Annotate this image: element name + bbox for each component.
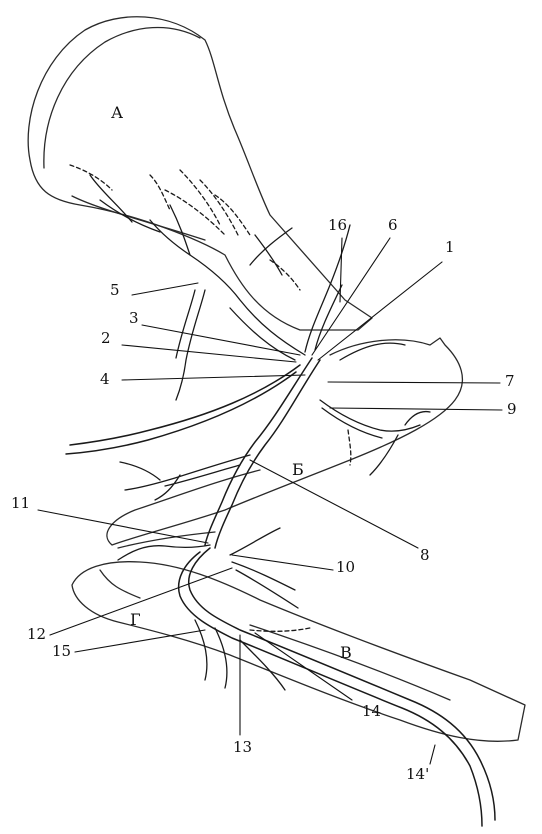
label-3: 3: [129, 311, 139, 326]
label-5: 5: [110, 283, 120, 298]
region-label-g: Г: [130, 612, 141, 628]
region-label-b: Б: [292, 462, 304, 478]
leader-lines: [38, 238, 502, 764]
label-7: 7: [505, 374, 515, 389]
label-14: 14: [362, 704, 381, 719]
bone-outline-upper: [28, 17, 372, 330]
label-15: 15: [52, 644, 71, 659]
label-16: 16: [328, 218, 347, 233]
label-9: 9: [507, 402, 517, 417]
main-vessel-trunk: [66, 358, 495, 826]
label-8: 8: [420, 548, 430, 563]
left-vessel-branches: [118, 455, 310, 690]
bone-outline-middle: [107, 338, 462, 548]
label-13: 13: [233, 740, 252, 755]
label-12: 12: [27, 627, 46, 642]
label-4: 4: [100, 372, 110, 387]
label-1: 1: [445, 240, 455, 255]
region-label-a: А: [111, 105, 123, 121]
bone-outline-lower: [72, 562, 525, 742]
label-11: 11: [11, 496, 30, 511]
label-14-prime: 14': [406, 767, 429, 782]
label-10: 10: [336, 560, 355, 575]
label-6: 6: [388, 218, 398, 233]
region-label-v: В: [340, 645, 352, 661]
label-2: 2: [101, 331, 111, 346]
